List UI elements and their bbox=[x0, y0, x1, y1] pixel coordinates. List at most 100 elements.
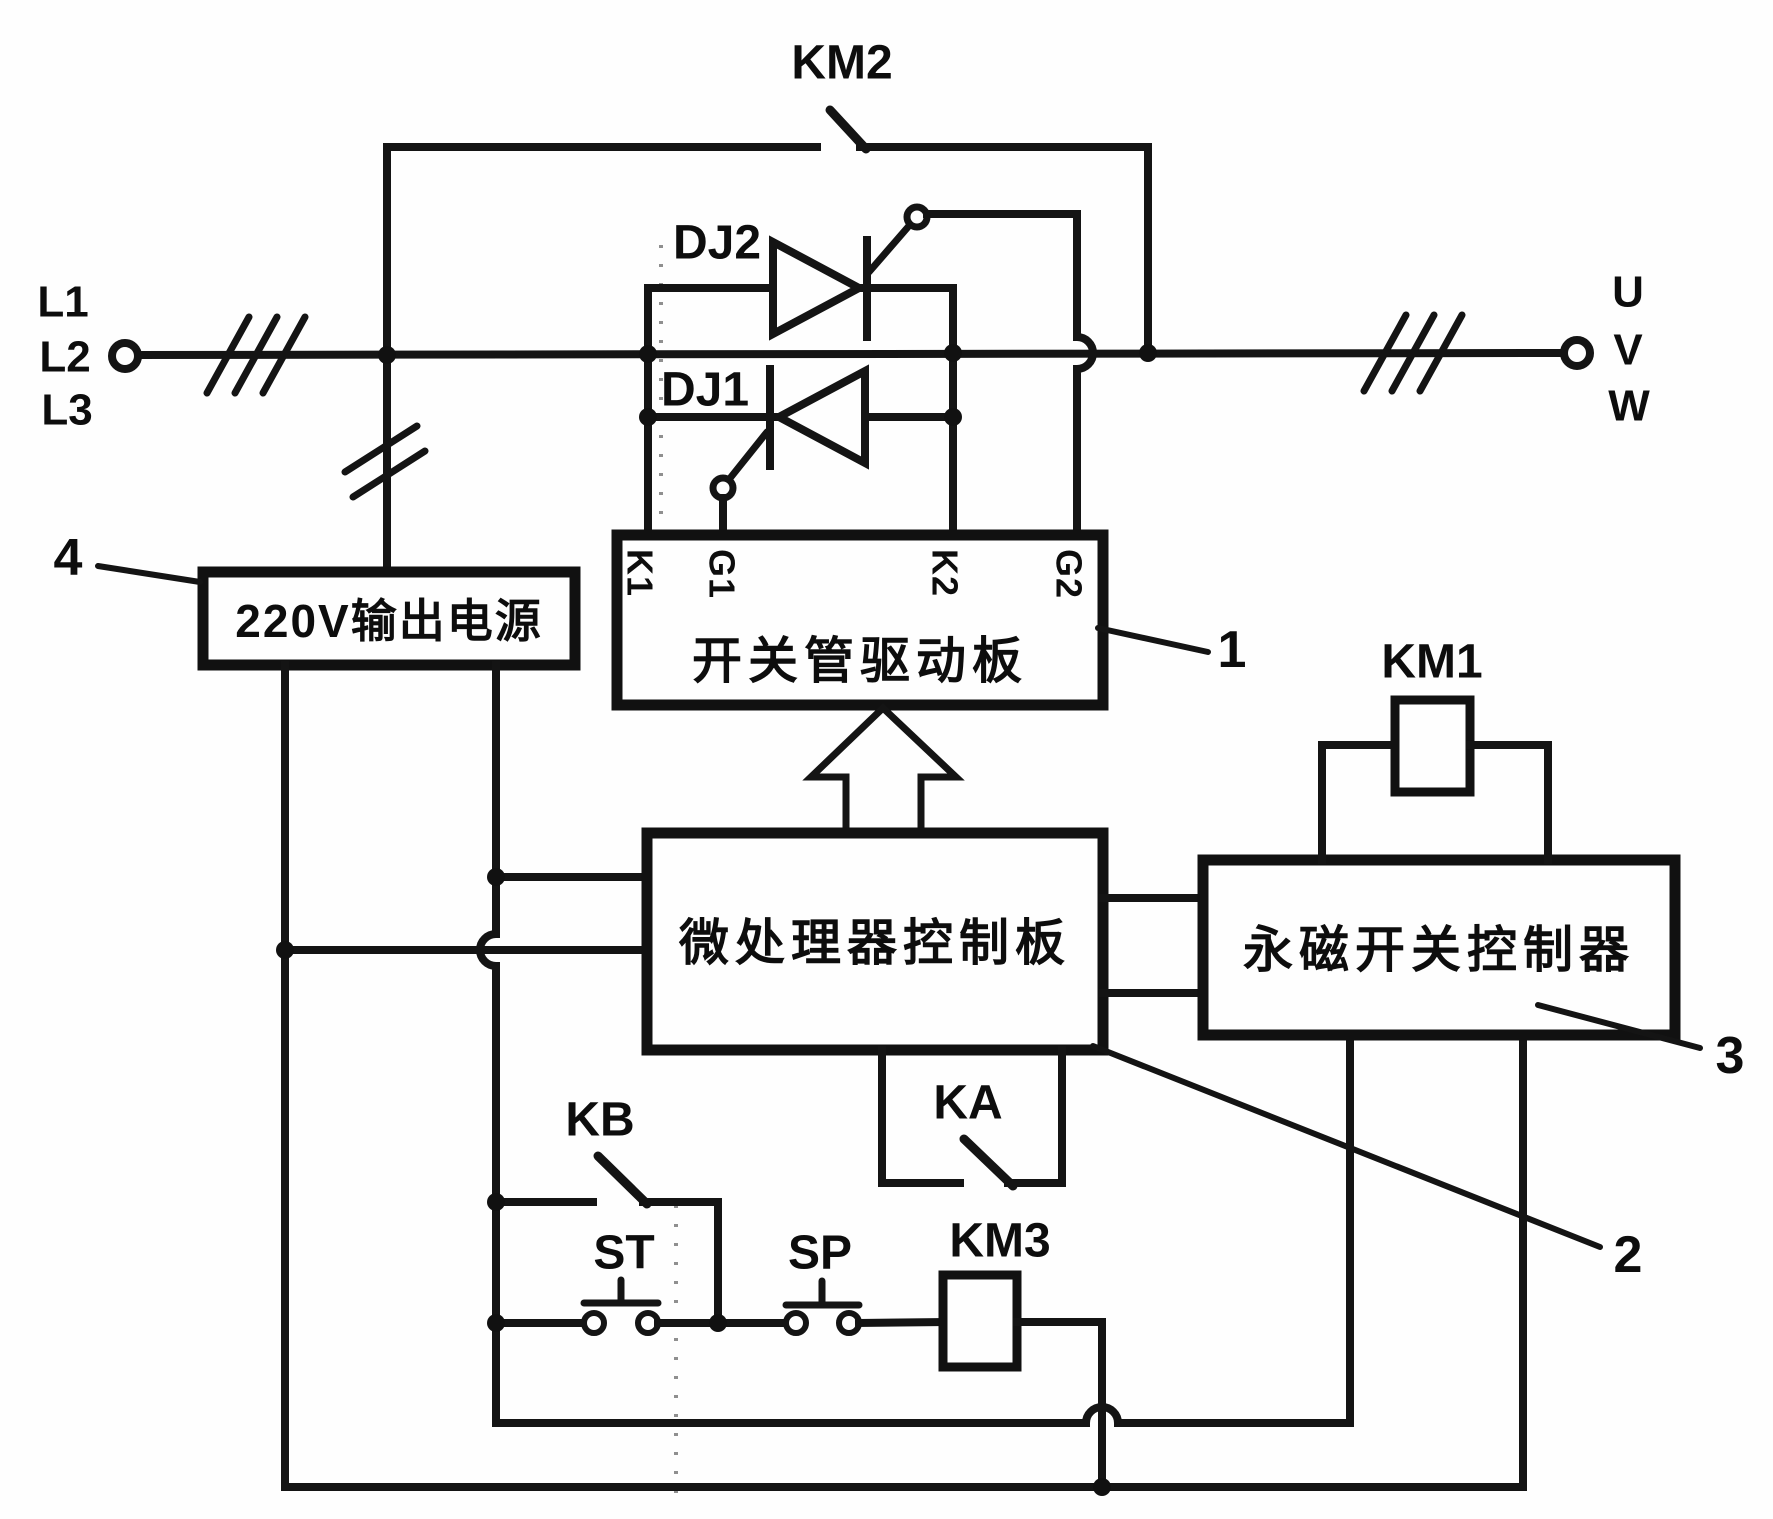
ref-number-4: 4 bbox=[54, 529, 83, 587]
label-dj2: DJ2 bbox=[673, 217, 761, 270]
label-ka: KA bbox=[933, 1077, 1002, 1130]
junction-dot bbox=[1139, 344, 1157, 362]
mcu-board-title: 微处理器控制板 bbox=[678, 915, 1071, 971]
st-contact-left bbox=[581, 1310, 607, 1336]
power-supply-title: 220V输出电源 bbox=[235, 595, 542, 647]
main-line-wire bbox=[134, 348, 1568, 360]
label-L2: L2 bbox=[39, 333, 90, 382]
supply-right-wire-rail-a bbox=[476, 661, 1354, 1427]
input-terminal-labels: L1 L2 L3 bbox=[37, 278, 92, 435]
sp-to-km3-wire bbox=[854, 1317, 948, 1328]
slash bbox=[231, 313, 281, 397]
control-chain: KB ST SP KM3 bbox=[492, 1094, 1106, 1491]
junction-dot bbox=[944, 408, 962, 426]
drive-board-terminal-g1: G1 bbox=[702, 549, 743, 599]
label-st: ST bbox=[593, 1227, 654, 1280]
junction-dot bbox=[1093, 1478, 1111, 1496]
sp-contact-left bbox=[783, 1310, 809, 1336]
km1-coil-box bbox=[1390, 695, 1475, 797]
slash bbox=[349, 447, 429, 501]
km2-switch-blade bbox=[825, 105, 871, 154]
ref2-leader-line bbox=[1090, 1043, 1603, 1250]
junction-dot bbox=[709, 1314, 727, 1332]
slash bbox=[1388, 311, 1438, 395]
output-terminal-labels: U V W bbox=[1608, 268, 1650, 431]
km1-coil: KM1 bbox=[1318, 636, 1552, 864]
sp-button: SP bbox=[782, 1227, 948, 1336]
dj2-thyristor: DJ2 bbox=[673, 203, 931, 341]
input-terminal-circle bbox=[108, 339, 142, 373]
mcu-board: 微处理器控制板 2 bbox=[641, 827, 1642, 1284]
dj2-gate-wire-to-g2 bbox=[923, 210, 1097, 539]
output-terminal-circle bbox=[1560, 336, 1594, 370]
pm-controller-title: 永磁开关控制器 bbox=[1243, 922, 1635, 978]
junction-dots bbox=[276, 344, 1157, 1496]
slash bbox=[203, 313, 253, 397]
phase-slashes-left bbox=[203, 313, 309, 397]
mcu-board-box bbox=[641, 827, 1109, 1056]
dj2-gate-lead bbox=[865, 223, 912, 276]
drive-board-title: 开关管驱动板 bbox=[692, 633, 1028, 689]
power-supply: 220V输出电源 4 bbox=[54, 529, 581, 671]
junction-dot bbox=[378, 346, 396, 364]
power-supply-box bbox=[197, 566, 581, 671]
label-dj1: DJ1 bbox=[661, 364, 749, 417]
pm-controller: 永磁开关控制器 3 KM1 bbox=[1197, 636, 1745, 1085]
label-km3: KM3 bbox=[949, 1215, 1050, 1268]
junction-dot bbox=[944, 344, 962, 362]
ka-right-leg bbox=[1004, 1046, 1066, 1187]
label-L1: L1 bbox=[37, 278, 88, 327]
drive-board: K1 G1 K2 G2 开关管驱动板 1 bbox=[611, 529, 1247, 711]
dj2-triangle bbox=[769, 235, 868, 341]
km1-left-leg bbox=[1318, 741, 1399, 864]
drive-board-box bbox=[611, 529, 1109, 711]
junction-dot bbox=[487, 1193, 505, 1211]
slash bbox=[259, 313, 309, 397]
signal-arrow-up bbox=[802, 703, 965, 837]
km3-output-wire bbox=[1013, 1318, 1106, 1491]
junction-dot bbox=[639, 345, 657, 363]
label-kb: KB bbox=[565, 1094, 634, 1147]
label-L3: L3 bbox=[41, 386, 92, 435]
st-button: ST bbox=[492, 1227, 790, 1336]
supply-left-wire-rail-b bbox=[281, 661, 1527, 1491]
main-power-line bbox=[108, 311, 1594, 397]
phase-slashes-right bbox=[1360, 311, 1466, 395]
kb-switch-blade bbox=[593, 1151, 652, 1209]
drive-board-terminal-g2: G2 bbox=[1049, 549, 1090, 599]
label-km2: KM2 bbox=[791, 37, 892, 90]
label-V: V bbox=[1613, 326, 1643, 375]
ref4-leader-line bbox=[95, 563, 203, 585]
junction-dot bbox=[276, 941, 294, 959]
supply-wiring bbox=[281, 661, 1527, 1491]
dj1-triangle bbox=[770, 364, 869, 470]
kb-contact: KB bbox=[492, 1094, 722, 1327]
drive-board-terminal-k1: K1 bbox=[620, 549, 661, 597]
drive-board-terminal-k2: K2 bbox=[925, 549, 966, 597]
slash bbox=[1360, 311, 1410, 395]
label-U: U bbox=[1612, 268, 1644, 317]
ref-number-1: 1 bbox=[1218, 621, 1247, 679]
label-km1: KM1 bbox=[1381, 636, 1482, 689]
ka-contact: KA bbox=[878, 1046, 1066, 1191]
ref1-leader-line bbox=[1095, 625, 1211, 655]
thyristor-network: DJ2 DJ1 bbox=[644, 203, 1097, 539]
dj1-gate-lead bbox=[727, 428, 771, 481]
km1-right-leg bbox=[1466, 741, 1552, 864]
label-W: W bbox=[1608, 382, 1650, 431]
junction-dot bbox=[487, 868, 505, 886]
ka-left-leg bbox=[878, 1046, 964, 1187]
ref3-leader-line bbox=[1535, 1002, 1703, 1051]
dj1-thyristor: DJ1 bbox=[661, 364, 869, 502]
kb-wire-right-down bbox=[639, 1198, 722, 1327]
ref-number-3: 3 bbox=[1716, 1027, 1745, 1085]
km2-bypass-branch: KM2 bbox=[341, 37, 1152, 576]
junction-dot bbox=[639, 408, 657, 426]
ka-switch-blade bbox=[959, 1134, 1018, 1191]
km3-coil-box bbox=[938, 1270, 1022, 1372]
pm-controller-box bbox=[1197, 854, 1681, 1041]
phase-slashes-vertical bbox=[341, 422, 429, 501]
label-sp: SP bbox=[788, 1227, 852, 1280]
